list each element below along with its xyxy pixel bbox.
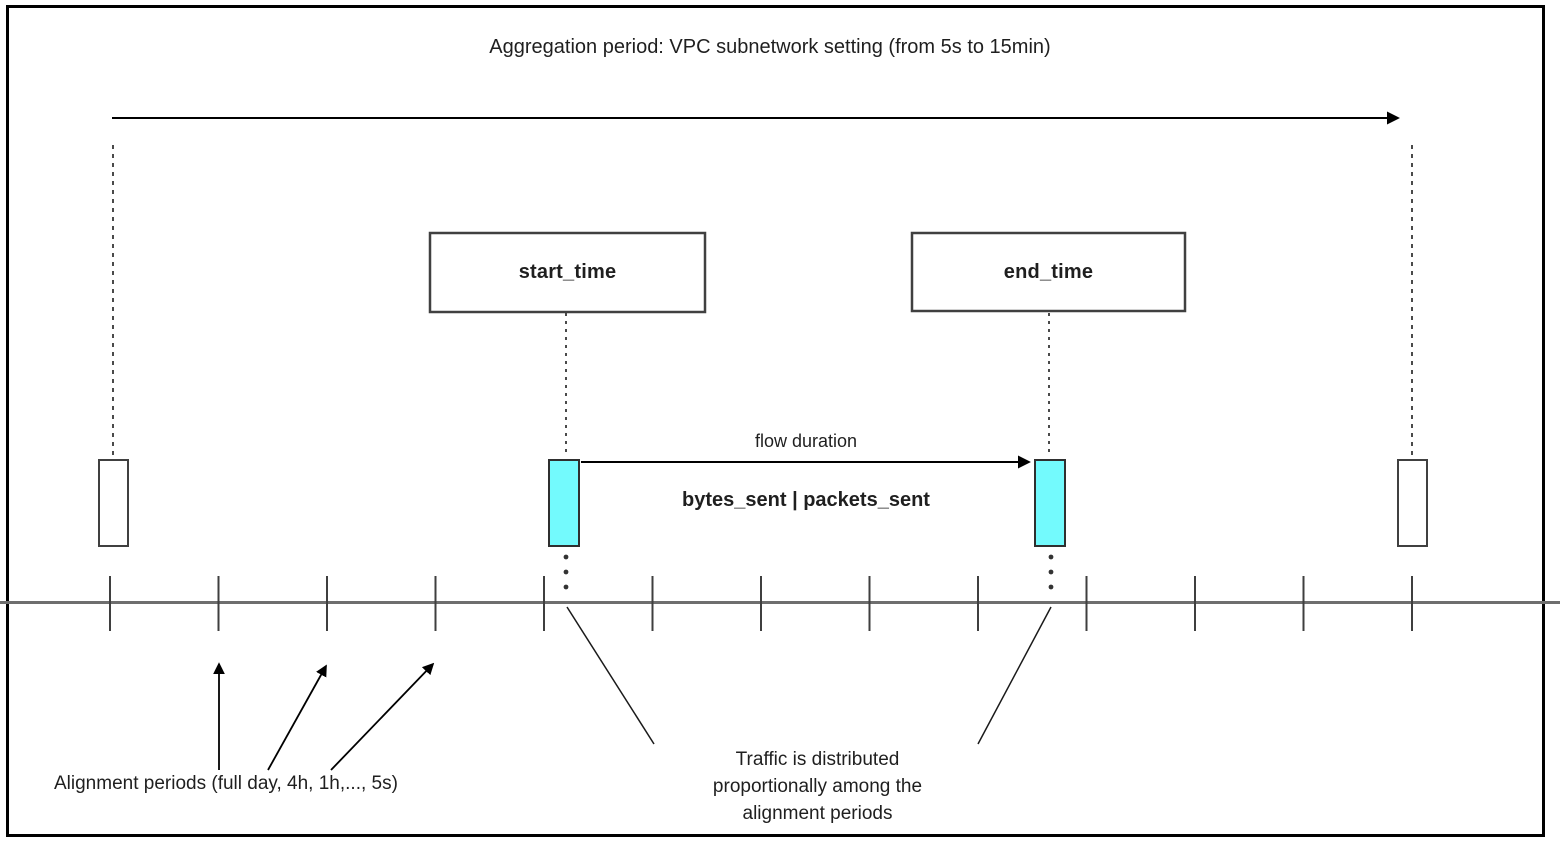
- start-time-box: [428, 231, 707, 314]
- alignment-arrow-3: [330, 662, 435, 771]
- metrics-label: bytes_sent | packets_sent: [682, 489, 930, 511]
- flow-start-dots: [563, 554, 569, 590]
- end-time-label: end_time: [1003, 260, 1094, 283]
- flow-duration-label: flow duration: [754, 431, 858, 451]
- end-time-box: [910, 231, 1187, 313]
- timeline-ticks: [109, 576, 1413, 631]
- flow-start-rect: [548, 459, 580, 547]
- flow-end-rect: [1034, 459, 1066, 547]
- left-boundary-rect: [98, 459, 129, 547]
- diagram-title: Aggregation period: VPC subnetwork setti…: [489, 36, 1051, 58]
- flow-end-dots: [1048, 554, 1054, 590]
- start-callout-line: [566, 606, 655, 745]
- alignment-arrow-2: [267, 664, 327, 771]
- alignment-periods-label: Alignment periods (full day, 4h, 1h,...,…: [54, 773, 398, 794]
- end-callout-line: [977, 606, 1052, 745]
- diagram-outer-frame: [6, 5, 1545, 837]
- right-boundary-rect: [1397, 459, 1428, 547]
- traffic-distribution-note: Traffic is distributed proportionally am…: [712, 749, 923, 824]
- start-time-label: start_time: [518, 261, 617, 283]
